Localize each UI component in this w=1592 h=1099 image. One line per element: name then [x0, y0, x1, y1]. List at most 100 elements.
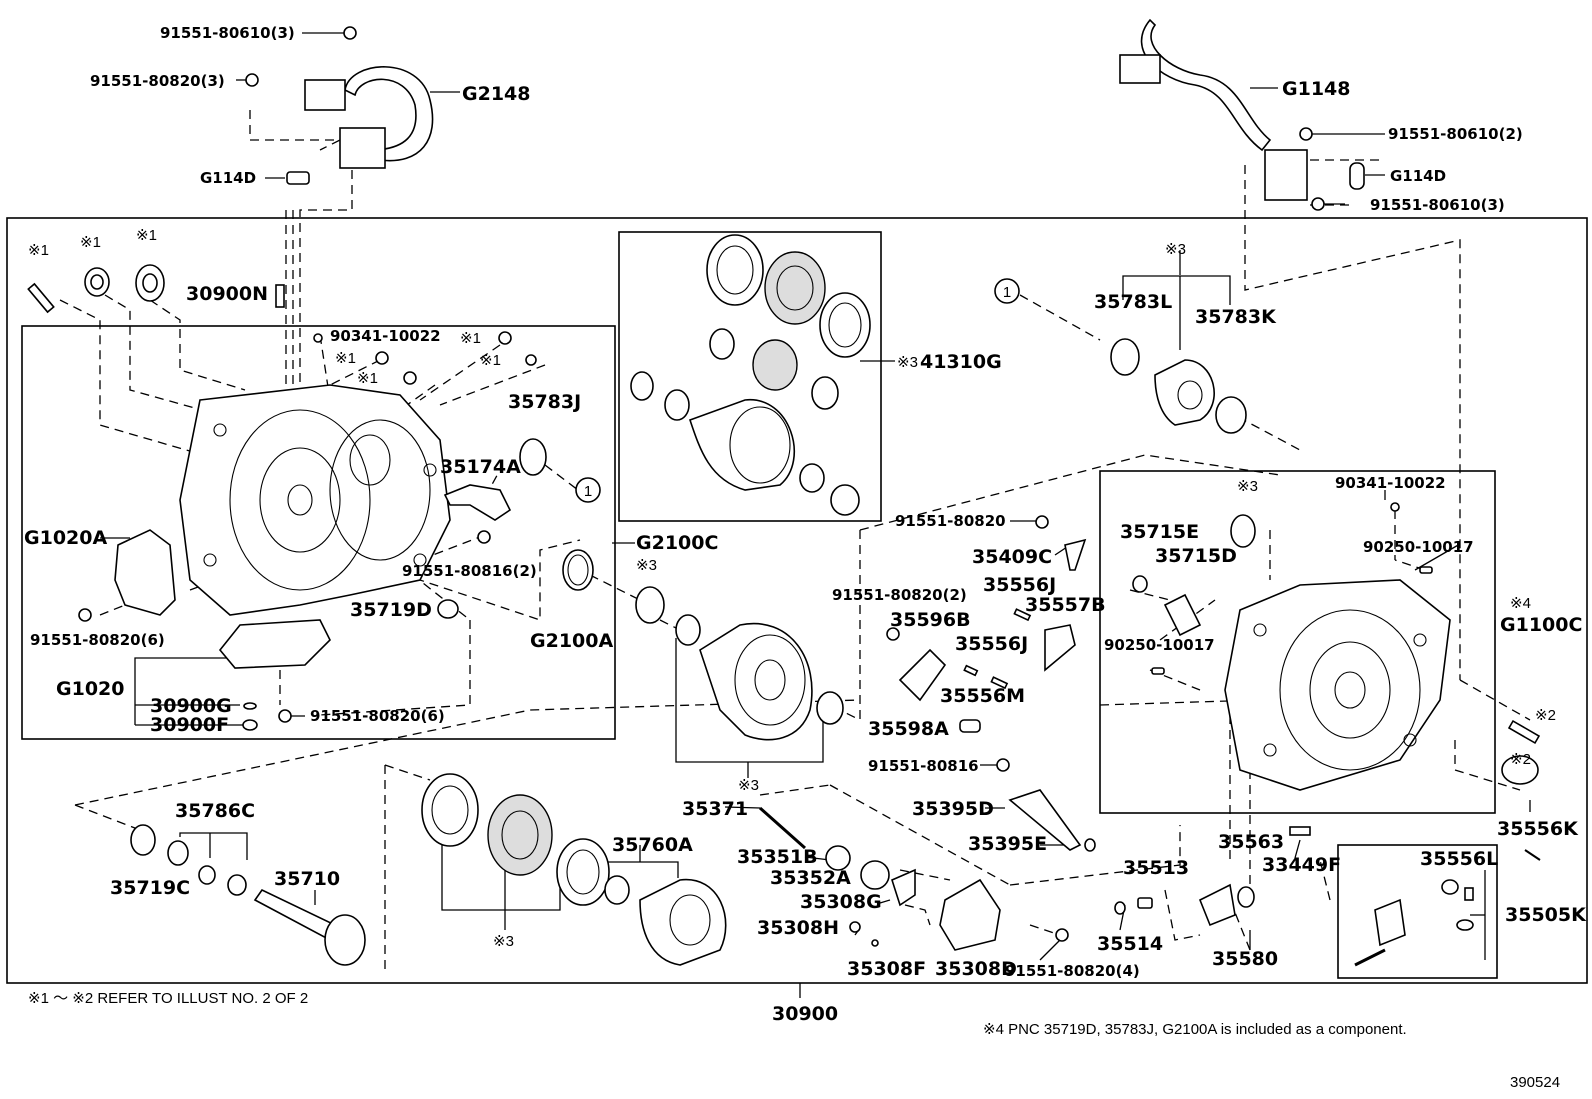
label-35308f: 35308F: [847, 958, 926, 980]
label-90341-10022-right: 90341-10022: [1335, 474, 1446, 492]
label-g1100c: G1100C: [1500, 614, 1582, 636]
diagram-id: 390524: [1510, 1074, 1560, 1091]
label-90341-10022-left: 90341-10022: [330, 327, 441, 345]
label-91551-80820-3: 91551-80820(3): [90, 72, 225, 90]
label-90250-10017-b: 90250-10017: [1104, 636, 1215, 654]
gasket-30900g: [243, 702, 257, 710]
label-35513: 35513: [1123, 857, 1189, 879]
label-35557b: 35557B: [1025, 594, 1106, 616]
plug-30900f: [242, 719, 258, 731]
svg-text:1: 1: [1003, 284, 1011, 301]
transaxle-housing-left: [179, 384, 451, 616]
label-30900: 30900: [772, 1003, 838, 1025]
bolt-91551-80820-6: [78, 608, 92, 622]
differential-kit-41310g: [630, 234, 871, 516]
label-91551-80820-6-bottom: 91551-80820(6): [310, 707, 445, 725]
label-g1148: G1148: [1282, 78, 1350, 100]
label-35409c: 35409C: [972, 546, 1052, 568]
footnote-component: ※4 PNC 35719D, 35783J, G2100A is include…: [983, 1021, 1407, 1038]
label-35715e: 35715E: [1120, 521, 1199, 543]
label-35395d: 35395D: [912, 798, 994, 820]
leader-lines: [100, 32, 1531, 998]
shift-parts: [886, 515, 1096, 852]
label-g2100a: G2100A: [530, 630, 613, 652]
part-labels: 91551-80610(3) 91551-80820(3) G2148 G114…: [24, 24, 1587, 1025]
mark-3-bearing: ※3: [493, 933, 514, 950]
differential-kit-frame: [618, 231, 882, 522]
o-ring-g2100a-inner: [567, 554, 589, 586]
label-91551-80820: 91551-80820: [895, 512, 1006, 530]
bearing-set: [421, 773, 630, 906]
gear-set-35783: 1: [994, 278, 1247, 434]
label-35556l: 35556L: [1420, 848, 1498, 870]
label-35710: 35710: [274, 868, 340, 890]
label-30900f: 30900F: [150, 714, 229, 736]
label-33449f: 33449F: [1262, 854, 1341, 876]
label-41310g: 41310G: [920, 351, 1002, 373]
label-30900g: 30900G: [150, 695, 232, 717]
mark-1-d: ※1: [460, 330, 481, 347]
label-35174a: 35174A: [440, 456, 521, 478]
gasket-g114d-left: [286, 171, 310, 185]
mark-1-c: ※1: [136, 227, 157, 244]
drive-gear-parts: [130, 824, 366, 966]
mark-1-f: ※1: [480, 352, 501, 369]
mark-3-right-case: ※3: [1237, 478, 1258, 495]
label-90250-10017-a: 90250-10017: [1363, 538, 1474, 556]
fasteners-left: [27, 264, 537, 385]
footnote-refer: ※1 ～ ※2 REFER TO ILLUST NO. 2 OF 2: [28, 990, 308, 1007]
label-91551-80820-2: 91551-80820(2): [832, 586, 967, 604]
mark-1-a: ※1: [28, 242, 49, 259]
mark-2-a: ※2: [1535, 707, 1556, 724]
gasket-g114d-right: [1349, 162, 1365, 190]
label-35556m: 35556M: [940, 685, 1025, 707]
label-35719c: 35719C: [110, 877, 190, 899]
ref-circle-1-left-label: 1: [584, 483, 592, 500]
mark-3-g2100c: ※3: [636, 557, 657, 574]
label-91551-80816-2: 91551-80816(2): [402, 562, 537, 580]
bolt-91551-80820-6-bottom: [278, 709, 292, 723]
label-g2100c: G2100C: [636, 532, 718, 554]
label-35556j-b: 35556J: [955, 633, 1028, 655]
mark-4-g1100c: ※4: [1510, 595, 1531, 612]
label-35563: 35563: [1218, 831, 1284, 853]
label-35760a: 35760A: [612, 834, 693, 856]
label-g1020a: G1020A: [24, 527, 107, 549]
plate-35174a: [443, 484, 512, 521]
label-g1020: G1020: [56, 678, 124, 700]
cover-g1020: [218, 619, 331, 669]
label-91551-80610-2: 91551-80610(2): [1388, 125, 1523, 143]
label-35783k: 35783K: [1195, 306, 1277, 328]
mark-1-g: ※1: [357, 370, 378, 387]
label-35395e: 35395E: [968, 833, 1047, 855]
label-91551-80816: 91551-80816: [868, 757, 979, 775]
mark-1-b: ※1: [80, 234, 101, 251]
label-g114d-left: G114D: [200, 169, 256, 187]
wire-harness-g2148: [245, 26, 434, 169]
label-35514: 35514: [1097, 933, 1163, 955]
case-subassembly-frame: [21, 325, 616, 740]
ref-circle-1-left: [575, 477, 601, 503]
gear-35760a: [639, 878, 727, 966]
mark-3-diff: ※3: [738, 777, 759, 794]
wire-harness-g1148: [1119, 18, 1325, 211]
label-35783l: 35783L: [1094, 291, 1172, 313]
label-35556j-a: 35556J: [983, 574, 1056, 596]
label-35783j: 35783J: [508, 391, 581, 413]
label-35556k: 35556K: [1497, 818, 1579, 840]
o-ring-35719d: [437, 599, 459, 619]
label-35351b: 35351B: [737, 846, 818, 868]
cover-g1020a: [114, 529, 176, 616]
label-g2148: G2148: [462, 83, 530, 105]
label-35352a: 35352A: [770, 867, 851, 889]
label-35580: 35580: [1212, 948, 1278, 970]
mark-1-e: ※1: [335, 350, 356, 367]
label-91551-80820-4: 91551-80820(4): [1005, 962, 1140, 980]
differential-assembly: [635, 586, 844, 741]
transaxle-case-frame: [1099, 470, 1496, 814]
label-g114d-right: G114D: [1390, 167, 1446, 185]
sensor-kit-frame: [1337, 844, 1498, 979]
label-91551-80610-3-right: 91551-80610(3): [1370, 196, 1505, 214]
parking-mechanism: [759, 806, 1069, 951]
